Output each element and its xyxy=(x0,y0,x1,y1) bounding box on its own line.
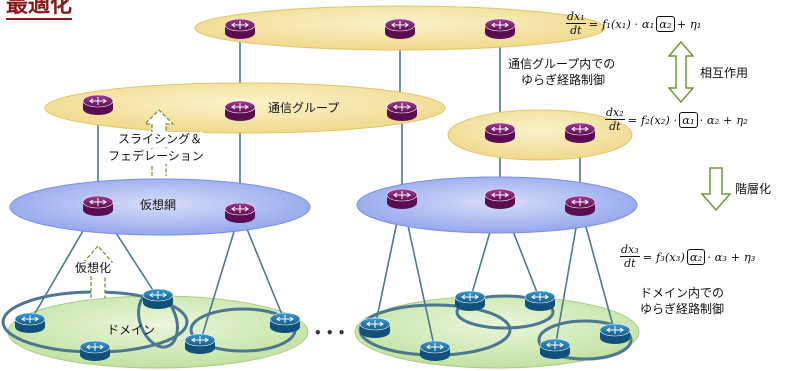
hierarchy-label: 階層化 xyxy=(735,182,772,196)
router-icon xyxy=(454,290,486,311)
router-icon xyxy=(524,290,556,311)
domain-label: ドメイン xyxy=(107,323,156,337)
router-icon xyxy=(384,18,416,39)
router-icon xyxy=(14,312,46,333)
domain-fluct-label-line1: ドメイン内での xyxy=(640,286,725,300)
comm-group-label: 通信グループ xyxy=(268,101,340,115)
router-icon xyxy=(224,18,256,39)
router-icon xyxy=(539,338,571,359)
interaction-double-arrow xyxy=(667,40,695,104)
slicing-label-line1: スライシング＆ xyxy=(118,132,203,147)
router-icon xyxy=(82,94,114,115)
router-icon xyxy=(484,122,516,143)
comm-group-layer-right xyxy=(447,109,633,161)
router-icon xyxy=(82,195,114,216)
group-fluct-label-line2: ゆらぎ経路制御 xyxy=(521,73,606,87)
router-icon xyxy=(79,340,111,361)
router-icon xyxy=(564,122,596,143)
router-icon xyxy=(269,312,301,333)
router-icon xyxy=(599,323,631,344)
router-icon xyxy=(484,188,516,209)
group-fluct-label-line1: 通信グループ内での xyxy=(508,57,616,71)
page-title: 最適化 xyxy=(6,0,73,20)
ellipsis: • • • xyxy=(314,326,346,340)
router-icon xyxy=(419,340,451,361)
virtualization-label: 仮想化 xyxy=(75,261,112,276)
router-icon xyxy=(142,288,174,309)
router-icon xyxy=(386,100,418,121)
virtual-net-label: 仮想網 xyxy=(140,198,177,212)
router-icon xyxy=(564,195,596,216)
router-icon xyxy=(184,333,216,354)
slicing-label-line2: フェデレーション xyxy=(108,149,204,164)
router-icon xyxy=(224,100,256,121)
domain-fluct-label-line2: ゆらぎ経路制御 xyxy=(640,302,725,316)
hierarchy-arrow xyxy=(700,167,732,212)
interaction-label: 相互作用 xyxy=(700,66,749,80)
router-icon xyxy=(224,202,256,223)
router-icon xyxy=(359,317,391,338)
router-icon xyxy=(484,18,516,39)
router-icon xyxy=(386,188,418,209)
